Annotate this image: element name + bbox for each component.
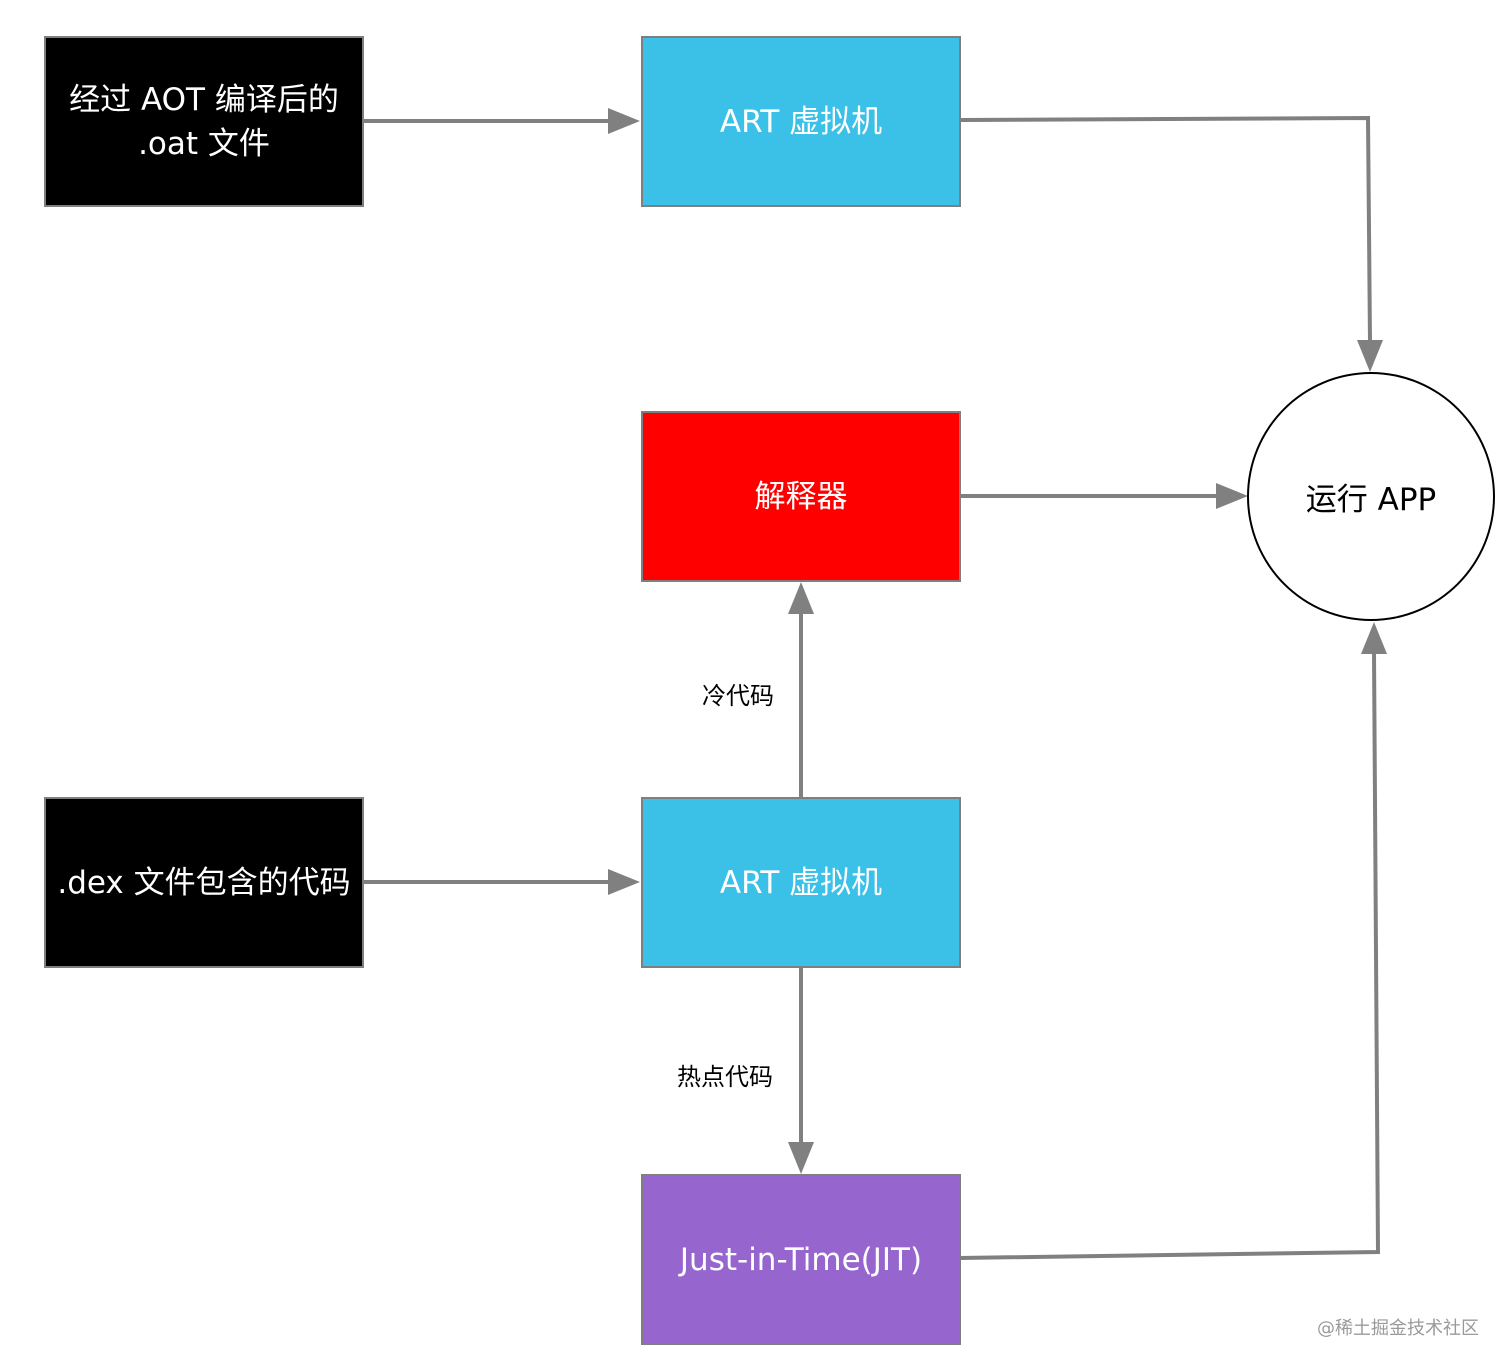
- interpreter-node: 解释器: [641, 411, 961, 582]
- art-vm-bottom-node: ART 虚拟机: [641, 797, 961, 968]
- arrow-dex-to-art: [362, 869, 640, 895]
- run-app-label: 运行 APP: [1305, 482, 1437, 518]
- arrow-art-top-to-run-app: [959, 115, 1383, 372]
- aot-oat-line-1: 经过 AOT 编译后的: [69, 81, 339, 118]
- watermark-text: @稀土掘金技术社区: [1317, 1318, 1479, 1339]
- arrow-art-to-interpreter: [788, 582, 814, 798]
- arrow-interpreter-to-run-app: [960, 483, 1248, 509]
- arrow-jit-to-run-app: [959, 622, 1387, 1260]
- aot-oat-file-node: 经过 AOT 编译后的 .oat 文件: [44, 36, 364, 207]
- run-app-node: 运行 APP: [1247, 372, 1495, 621]
- art-vm-bottom-label: ART 虚拟机: [719, 864, 883, 901]
- interpreter-label: 解释器: [754, 478, 848, 515]
- arrow-art-to-jit: [788, 966, 814, 1174]
- art-vm-top-node: ART 虚拟机: [641, 36, 961, 207]
- aot-oat-line-2: .oat 文件: [138, 125, 270, 162]
- art-vm-top-label: ART 虚拟机: [719, 103, 883, 140]
- jit-label: Just-in-Time(JIT): [679, 1241, 923, 1278]
- jit-node: Just-in-Time(JIT): [641, 1174, 961, 1345]
- hot-code-label: 热点代码: [677, 1063, 773, 1091]
- dex-code-node: .dex 文件包含的代码: [44, 797, 364, 968]
- dex-code-label: .dex 文件包含的代码: [57, 864, 351, 901]
- cold-code-label: 冷代码: [702, 682, 774, 710]
- aot-oat-file-label: 经过 AOT 编译后的 .oat 文件: [69, 78, 339, 166]
- arrow-oat-to-art: [362, 108, 640, 134]
